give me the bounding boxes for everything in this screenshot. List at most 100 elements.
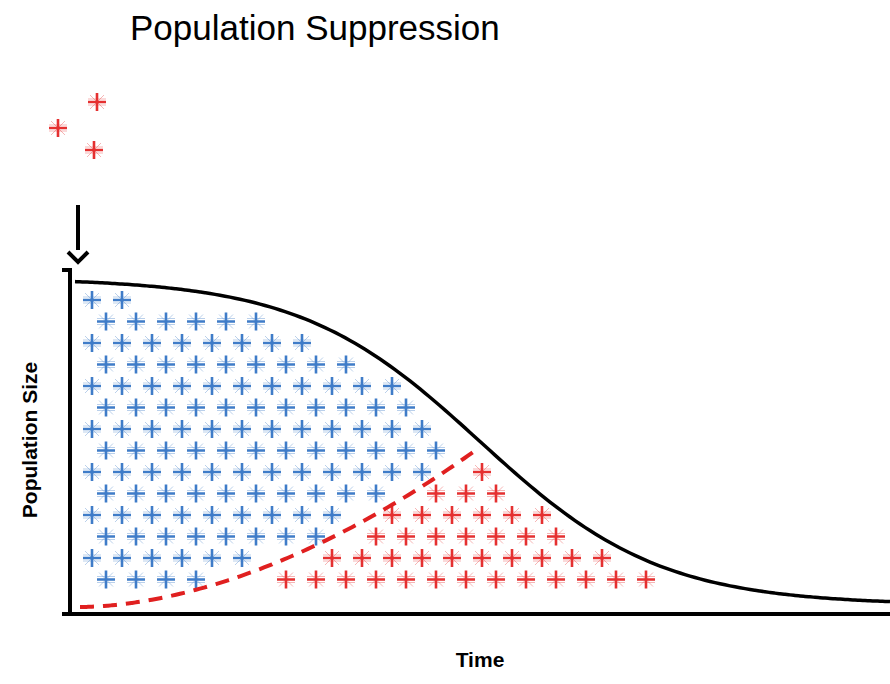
mosquito-icon [263, 463, 281, 481]
mosquito-icon [383, 420, 401, 438]
mosquito-icon [173, 377, 191, 395]
mosquito-icon [173, 506, 191, 524]
mosquito-icon [203, 506, 221, 524]
mosquito-icon [457, 528, 475, 546]
mosquito-icon [247, 356, 265, 374]
mosquito-icon [307, 485, 325, 503]
mosquito-icon [187, 399, 205, 417]
mosquito-icon [247, 485, 265, 503]
x-axis [62, 612, 890, 616]
diagram-title: Population Suppression [130, 8, 500, 48]
mosquito-icon [203, 334, 221, 352]
mosquito-icon [83, 334, 101, 352]
mosquito-icon [97, 313, 115, 331]
y-axis [68, 270, 72, 614]
mosquito-icon [547, 571, 565, 589]
mosquito-icon [157, 356, 175, 374]
mosquito-icon [233, 334, 251, 352]
mosquito-icon [457, 571, 475, 589]
mosquito-icon [217, 356, 235, 374]
mosquito-icon [443, 506, 461, 524]
mosquito-icon [457, 485, 475, 503]
mosquito-icon [367, 485, 385, 503]
mosquito-icon [97, 399, 115, 417]
mosquito-icon [563, 549, 581, 567]
mosquito-icon [247, 442, 265, 460]
mosquito-icon [97, 528, 115, 546]
y-axis-tick [62, 268, 72, 272]
mosquito-icon [217, 313, 235, 331]
mosquito-icon [397, 399, 415, 417]
mosquito-icon [127, 528, 145, 546]
mosquito-icon [427, 442, 445, 460]
mosquito-icon [97, 571, 115, 589]
mosquito-icon [83, 506, 101, 524]
mosquito-icon [353, 377, 371, 395]
mosquito-icon [263, 420, 281, 438]
mosquito-icon [203, 549, 221, 567]
mosquito-icon [263, 377, 281, 395]
mosquito-icon [593, 549, 611, 567]
mosquito-icon [203, 420, 221, 438]
mosquito-icon [473, 549, 491, 567]
mosquito-icon [247, 313, 265, 331]
mosquito-icon [97, 485, 115, 503]
mosquito-icon [113, 506, 131, 524]
mosquito-icon [233, 420, 251, 438]
mosquito-icon [127, 399, 145, 417]
mosquito-icon [637, 571, 655, 589]
mosquito-icon [83, 463, 101, 481]
mosquito-icon [337, 485, 355, 503]
mosquito-icon [143, 420, 161, 438]
mosquito-icon [113, 463, 131, 481]
mosquito-icon [353, 549, 371, 567]
mosquito-icon [533, 549, 551, 567]
mosquito-icon [413, 463, 431, 481]
mosquito-icon [127, 442, 145, 460]
mosquito-icon [427, 571, 445, 589]
mosquito-icon [397, 442, 415, 460]
mosquito-icon [547, 528, 565, 546]
mosquito-icon [157, 399, 175, 417]
mosquito-icon [127, 571, 145, 589]
mosquito-icon [187, 571, 205, 589]
mosquito-icon [473, 463, 491, 481]
mosquito-icon [203, 377, 221, 395]
mosquito-icon [247, 528, 265, 546]
mosquito-icon [173, 549, 191, 567]
mosquito-icon [307, 528, 325, 546]
mosquito-icon [307, 442, 325, 460]
mosquito-icon [203, 463, 221, 481]
mosquito-icon [293, 420, 311, 438]
mosquito-icon [607, 571, 625, 589]
mosquito-icon [277, 356, 295, 374]
mosquito-icon [533, 506, 551, 524]
mosquito-icon [247, 399, 265, 417]
mosquito-icon [263, 334, 281, 352]
mosquito-icon [173, 334, 191, 352]
mosquito-icon [143, 334, 161, 352]
mosquito-icon [383, 463, 401, 481]
mosquito-icon [487, 528, 505, 546]
mosquito-icon [263, 506, 281, 524]
mosquito-icon [293, 463, 311, 481]
mosquito-icon [367, 399, 385, 417]
mosquito-icon [217, 485, 235, 503]
mosquito-icon [307, 356, 325, 374]
mosquito-icon [397, 528, 415, 546]
mosquito-icon [323, 506, 341, 524]
mosquito-icon [49, 119, 67, 137]
mosquito-icon [337, 356, 355, 374]
mosquito-icon [85, 141, 103, 159]
mosquito-icon [293, 334, 311, 352]
mosquito-icon [127, 485, 145, 503]
mosquito-icon [233, 463, 251, 481]
mosquito-icon [503, 506, 521, 524]
mosquito-icon [383, 377, 401, 395]
mosquito-icon [383, 549, 401, 567]
mosquito-icon [88, 93, 106, 111]
mosquito-icon [337, 399, 355, 417]
mosquito-icon [83, 377, 101, 395]
mosquito-icon [293, 506, 311, 524]
mosquito-icon [473, 506, 491, 524]
